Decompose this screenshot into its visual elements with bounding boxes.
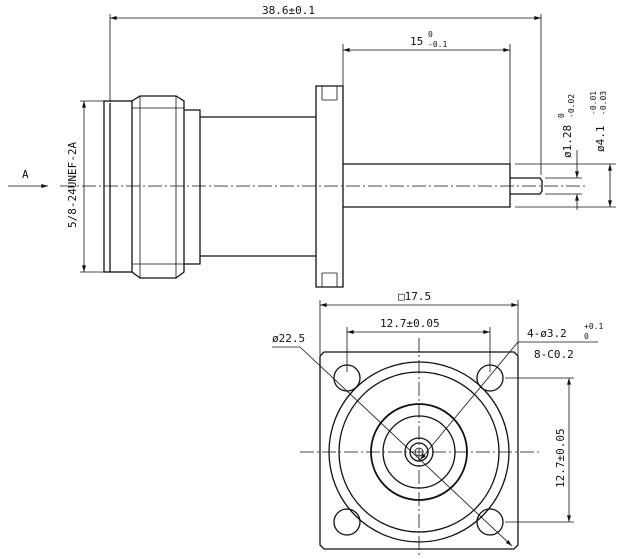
shaft-dia-tol-lower: -0.03 [599,91,608,115]
shaft-dia-tol-upper: -0.01 [589,91,598,115]
flange-hole-top [321,86,338,101]
side-view: 38.6±0.1 15 0 -0.1 5/8-24UNEF-2A A [8,4,616,288]
overall-length-label: 38.6±0.1 [262,4,315,17]
nut-hex-body [131,95,185,279]
pin-dia-tol-lower: -0.02 [567,94,576,118]
chamfer-label: 8-C0.2 [534,348,574,361]
front-view: □17.5 12.7±0.05 ø22.5 4-ø3.2 +0.1 [272,290,603,558]
flange-length-tol-lower: -0.1 [428,40,447,49]
hole-spacing-v-label: 12.7±0.05 [554,428,567,488]
holes-label: 4-ø3.2 [527,327,567,340]
body-cylinder [200,116,316,257]
pin-dia-tol-upper: 0 [557,113,566,118]
nut-shoulder [184,109,201,265]
flange-side [315,85,344,288]
mounting-hole-bottom-right [476,508,504,536]
outer-dia-label: ø22.5 [272,332,305,345]
flange-outline [319,351,519,550]
holes-leader [419,341,519,461]
holes-tol-lower: 0 [584,332,589,341]
flange-square-label: □17.5 [398,290,431,303]
mounting-hole-top-right [476,364,504,392]
holes-tol-upper: +0.1 [584,322,603,331]
mounting-hole-bottom-left [333,508,361,536]
outer-dia-leader [299,346,513,547]
hole-spacing-h-label: 12.7±0.05 [380,317,440,330]
shaft [343,163,511,208]
center-pin [510,177,543,195]
thread-label: 5/8-24UNEF-2A [66,142,79,228]
flange-hole-bottom [321,272,338,287]
view-marker-label: A [22,168,29,181]
pin-dia-label: ø1.28 [561,125,574,158]
nut-rear-band [103,100,133,273]
flange-length-label: 15 [410,35,423,48]
shaft-dia-label: ø4.1 [594,126,607,153]
flange-length-tol-upper: 0 [428,30,433,39]
